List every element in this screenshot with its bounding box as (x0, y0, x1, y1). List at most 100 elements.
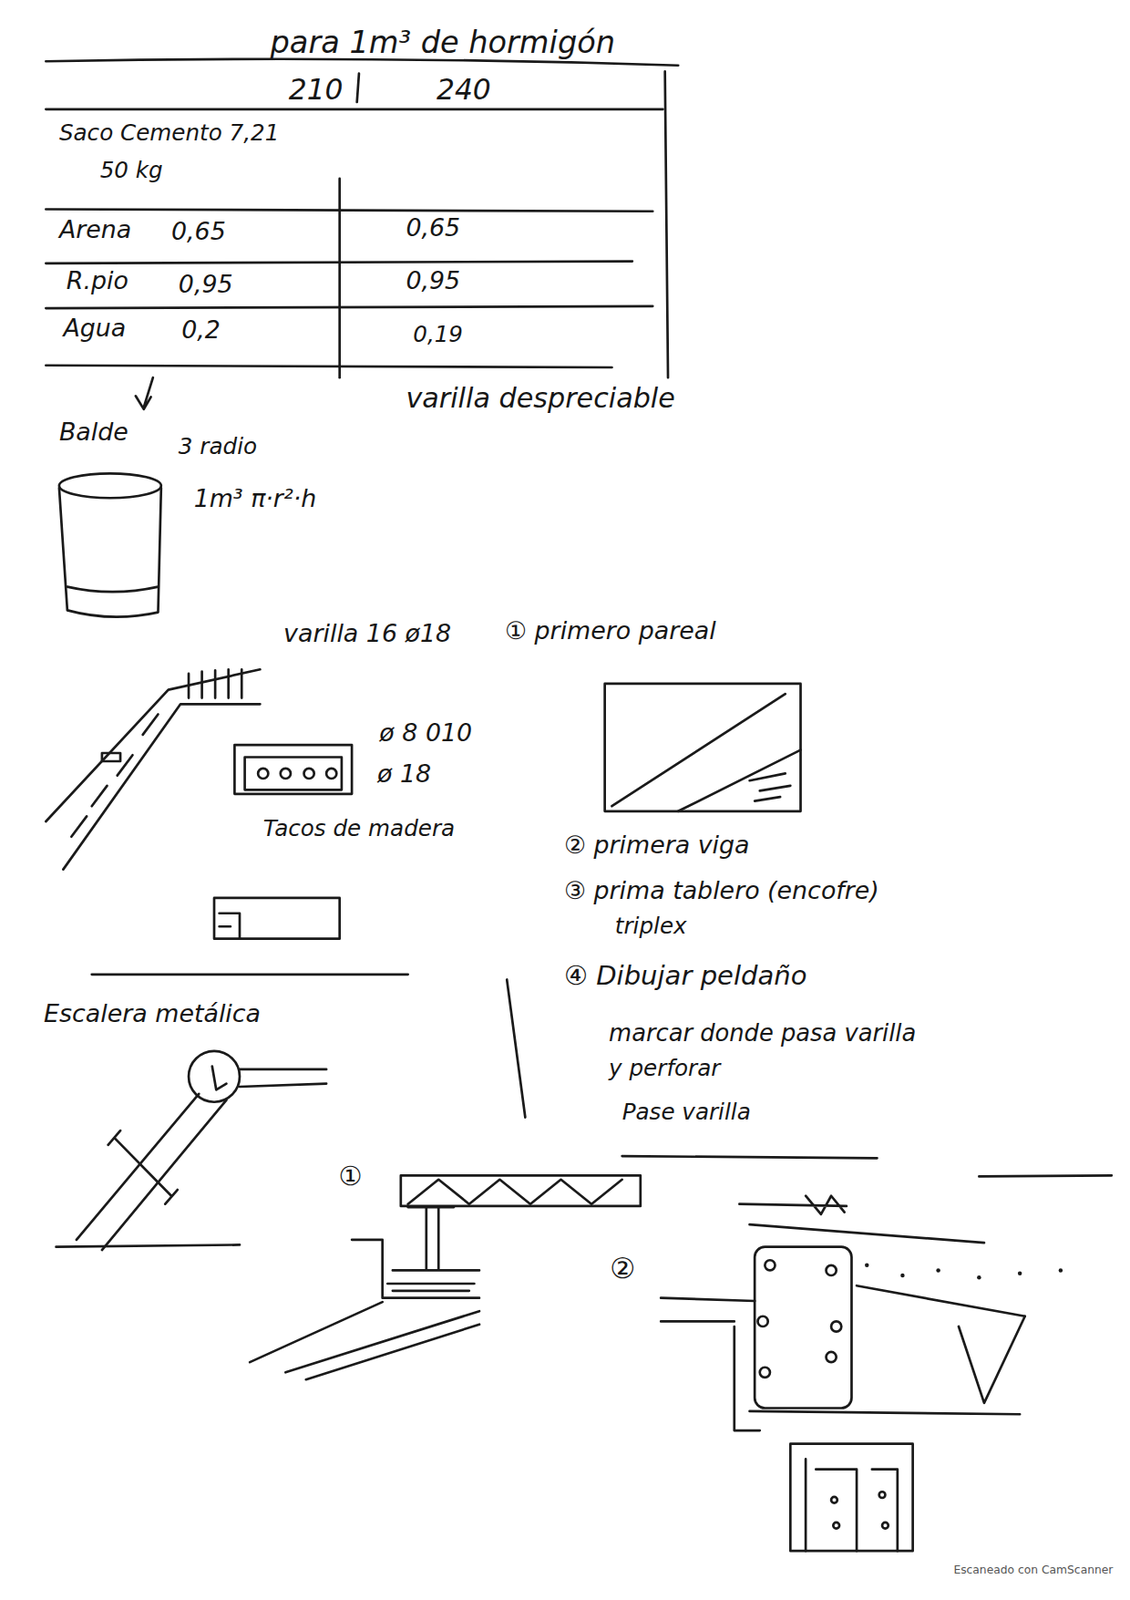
stair-line (45, 668, 260, 822)
bolt (882, 1521, 889, 1529)
rebar (764, 1259, 775, 1270)
aggregate (900, 1273, 904, 1277)
ground (56, 1243, 240, 1246)
note-text: 0,19 (412, 321, 463, 347)
bolt (879, 1490, 886, 1498)
diagonal (678, 749, 801, 812)
table-line (665, 71, 668, 378)
note-text: 0,65 (405, 214, 461, 242)
note-text: 1m³ π·r²·h (194, 484, 318, 513)
diagonal (611, 693, 785, 806)
note-text: triplex (615, 913, 688, 938)
note-text: 210 (288, 73, 344, 105)
note-text: Saco Cemento 7,21 (59, 120, 279, 145)
table-line (45, 108, 663, 112)
bucket-line (67, 586, 159, 593)
stair-line (249, 1301, 480, 1379)
column (754, 1246, 852, 1408)
table-line (45, 306, 653, 309)
rebar (825, 1264, 836, 1275)
beam-line (660, 1297, 1020, 1430)
small-box (214, 897, 340, 939)
dimension (108, 1130, 178, 1204)
note-text: 50 kg (100, 157, 164, 183)
note-text: R.pio (66, 267, 129, 295)
note-text: ø 18 (377, 760, 432, 788)
box-detail (805, 1458, 898, 1551)
aggregate (1017, 1271, 1022, 1275)
box (605, 683, 802, 812)
rebar (280, 768, 291, 779)
table-lines (45, 59, 678, 410)
box-detail (219, 913, 240, 939)
note-text: Balde (59, 418, 129, 446)
detail (212, 1066, 227, 1090)
section-box (605, 683, 802, 812)
aggregate (935, 1267, 940, 1272)
rebar (257, 768, 268, 779)
bolt (831, 1496, 838, 1503)
aggregate (1058, 1267, 1063, 1272)
note-text: 0,2 (181, 316, 221, 344)
rebar-icon (739, 1195, 847, 1214)
table-line (45, 365, 612, 368)
wedge (958, 1315, 1026, 1403)
stair-line (76, 1093, 199, 1240)
watermark: Escaneado con CamScanner (953, 1563, 1113, 1577)
detail-one (249, 1174, 641, 1379)
rebar (825, 1351, 836, 1362)
note-text: y perforar (608, 1055, 720, 1080)
detail-two (660, 1195, 1063, 1430)
table-line (45, 209, 653, 212)
truss (408, 1179, 623, 1204)
stair-sketch (45, 668, 260, 869)
slab-line (749, 1223, 1026, 1316)
divider (622, 1155, 878, 1158)
note-text: 0,95 (178, 270, 234, 298)
note-text: ② (609, 1252, 636, 1284)
detail-circle (188, 1050, 240, 1102)
bucket-sketch (59, 472, 162, 617)
hatch (188, 668, 242, 698)
note-text: 3 radio (178, 433, 257, 459)
note-text: marcar donde pasa varilla (608, 1019, 916, 1046)
note-text: Arena (59, 215, 132, 244)
slab (400, 1174, 641, 1206)
table-line (357, 73, 360, 103)
i-beam (392, 1206, 480, 1270)
divider (506, 978, 525, 1117)
stair-line (62, 703, 260, 869)
box (245, 756, 342, 790)
tacos-box (234, 744, 352, 794)
note-text: ③ prima tablero (encofre) (564, 876, 880, 904)
bolt (832, 1521, 840, 1529)
bottom-box (790, 1443, 913, 1552)
box (214, 897, 340, 939)
aggregate (976, 1274, 981, 1279)
rebar (831, 1320, 842, 1331)
hatch (749, 772, 791, 801)
note-text: ① (339, 1160, 363, 1191)
stair-line (102, 1099, 227, 1251)
hatch (71, 713, 158, 836)
note-text: Agua (62, 314, 126, 342)
rebar (760, 1366, 771, 1377)
rebar (758, 1315, 769, 1326)
divider (978, 1174, 1111, 1176)
page-title: para 1m³ de hormigón (270, 26, 616, 61)
rebar (326, 768, 337, 779)
note-text: ④ Dibujar peldaño (564, 960, 808, 990)
rebar (304, 768, 315, 779)
note-text: 0,65 (171, 217, 226, 246)
note-text: ② primera viga (564, 831, 750, 859)
bucket-body (59, 487, 162, 617)
arrow (135, 377, 154, 410)
hatch (387, 1283, 474, 1291)
note-text: 240 (436, 73, 492, 105)
table-line (45, 261, 633, 264)
note-text: Tacos de madera (263, 815, 455, 841)
note-text: Pase varilla (622, 1099, 751, 1124)
metal-stair (56, 1050, 328, 1250)
note-text: ø 8 010 (379, 719, 473, 747)
